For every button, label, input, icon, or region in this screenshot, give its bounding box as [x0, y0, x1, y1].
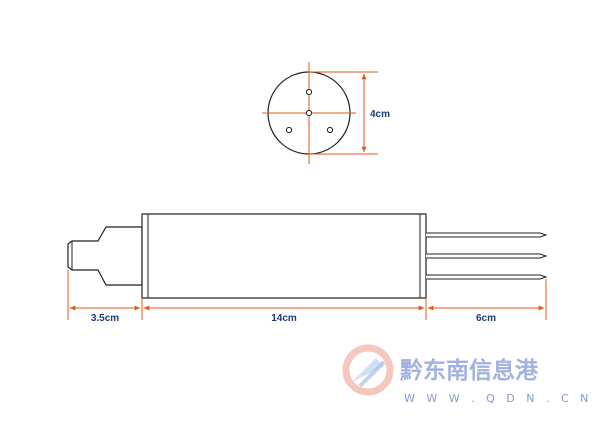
watermark-logo-icon — [342, 344, 394, 396]
connector-shape — [67, 226, 143, 286]
body-length-label: 14cm — [271, 313, 297, 324]
connector-length-label: 3.5cm — [91, 313, 119, 324]
diameter-label: 4cm — [370, 109, 390, 120]
sensor-body — [141, 213, 427, 299]
probe-hole-center — [305, 109, 313, 117]
watermark: 黔东南信息港 W W W . Q D N . C N — [342, 344, 592, 405]
side-view: 3.5cm 14cm 6cm — [67, 213, 548, 324]
end-view: 4cm — [262, 62, 390, 164]
probe-hole-top — [305, 88, 313, 96]
probe-bottom — [426, 274, 548, 280]
probe-hole-left — [285, 126, 293, 134]
probe-length-label: 6cm — [476, 313, 496, 324]
probe-top — [426, 232, 548, 238]
probe-hole-right — [326, 126, 334, 134]
watermark-url: W W W . Q D N . C N — [404, 392, 592, 405]
probe-middle — [426, 253, 548, 259]
watermark-name: 黔东南信息港 — [400, 357, 539, 384]
